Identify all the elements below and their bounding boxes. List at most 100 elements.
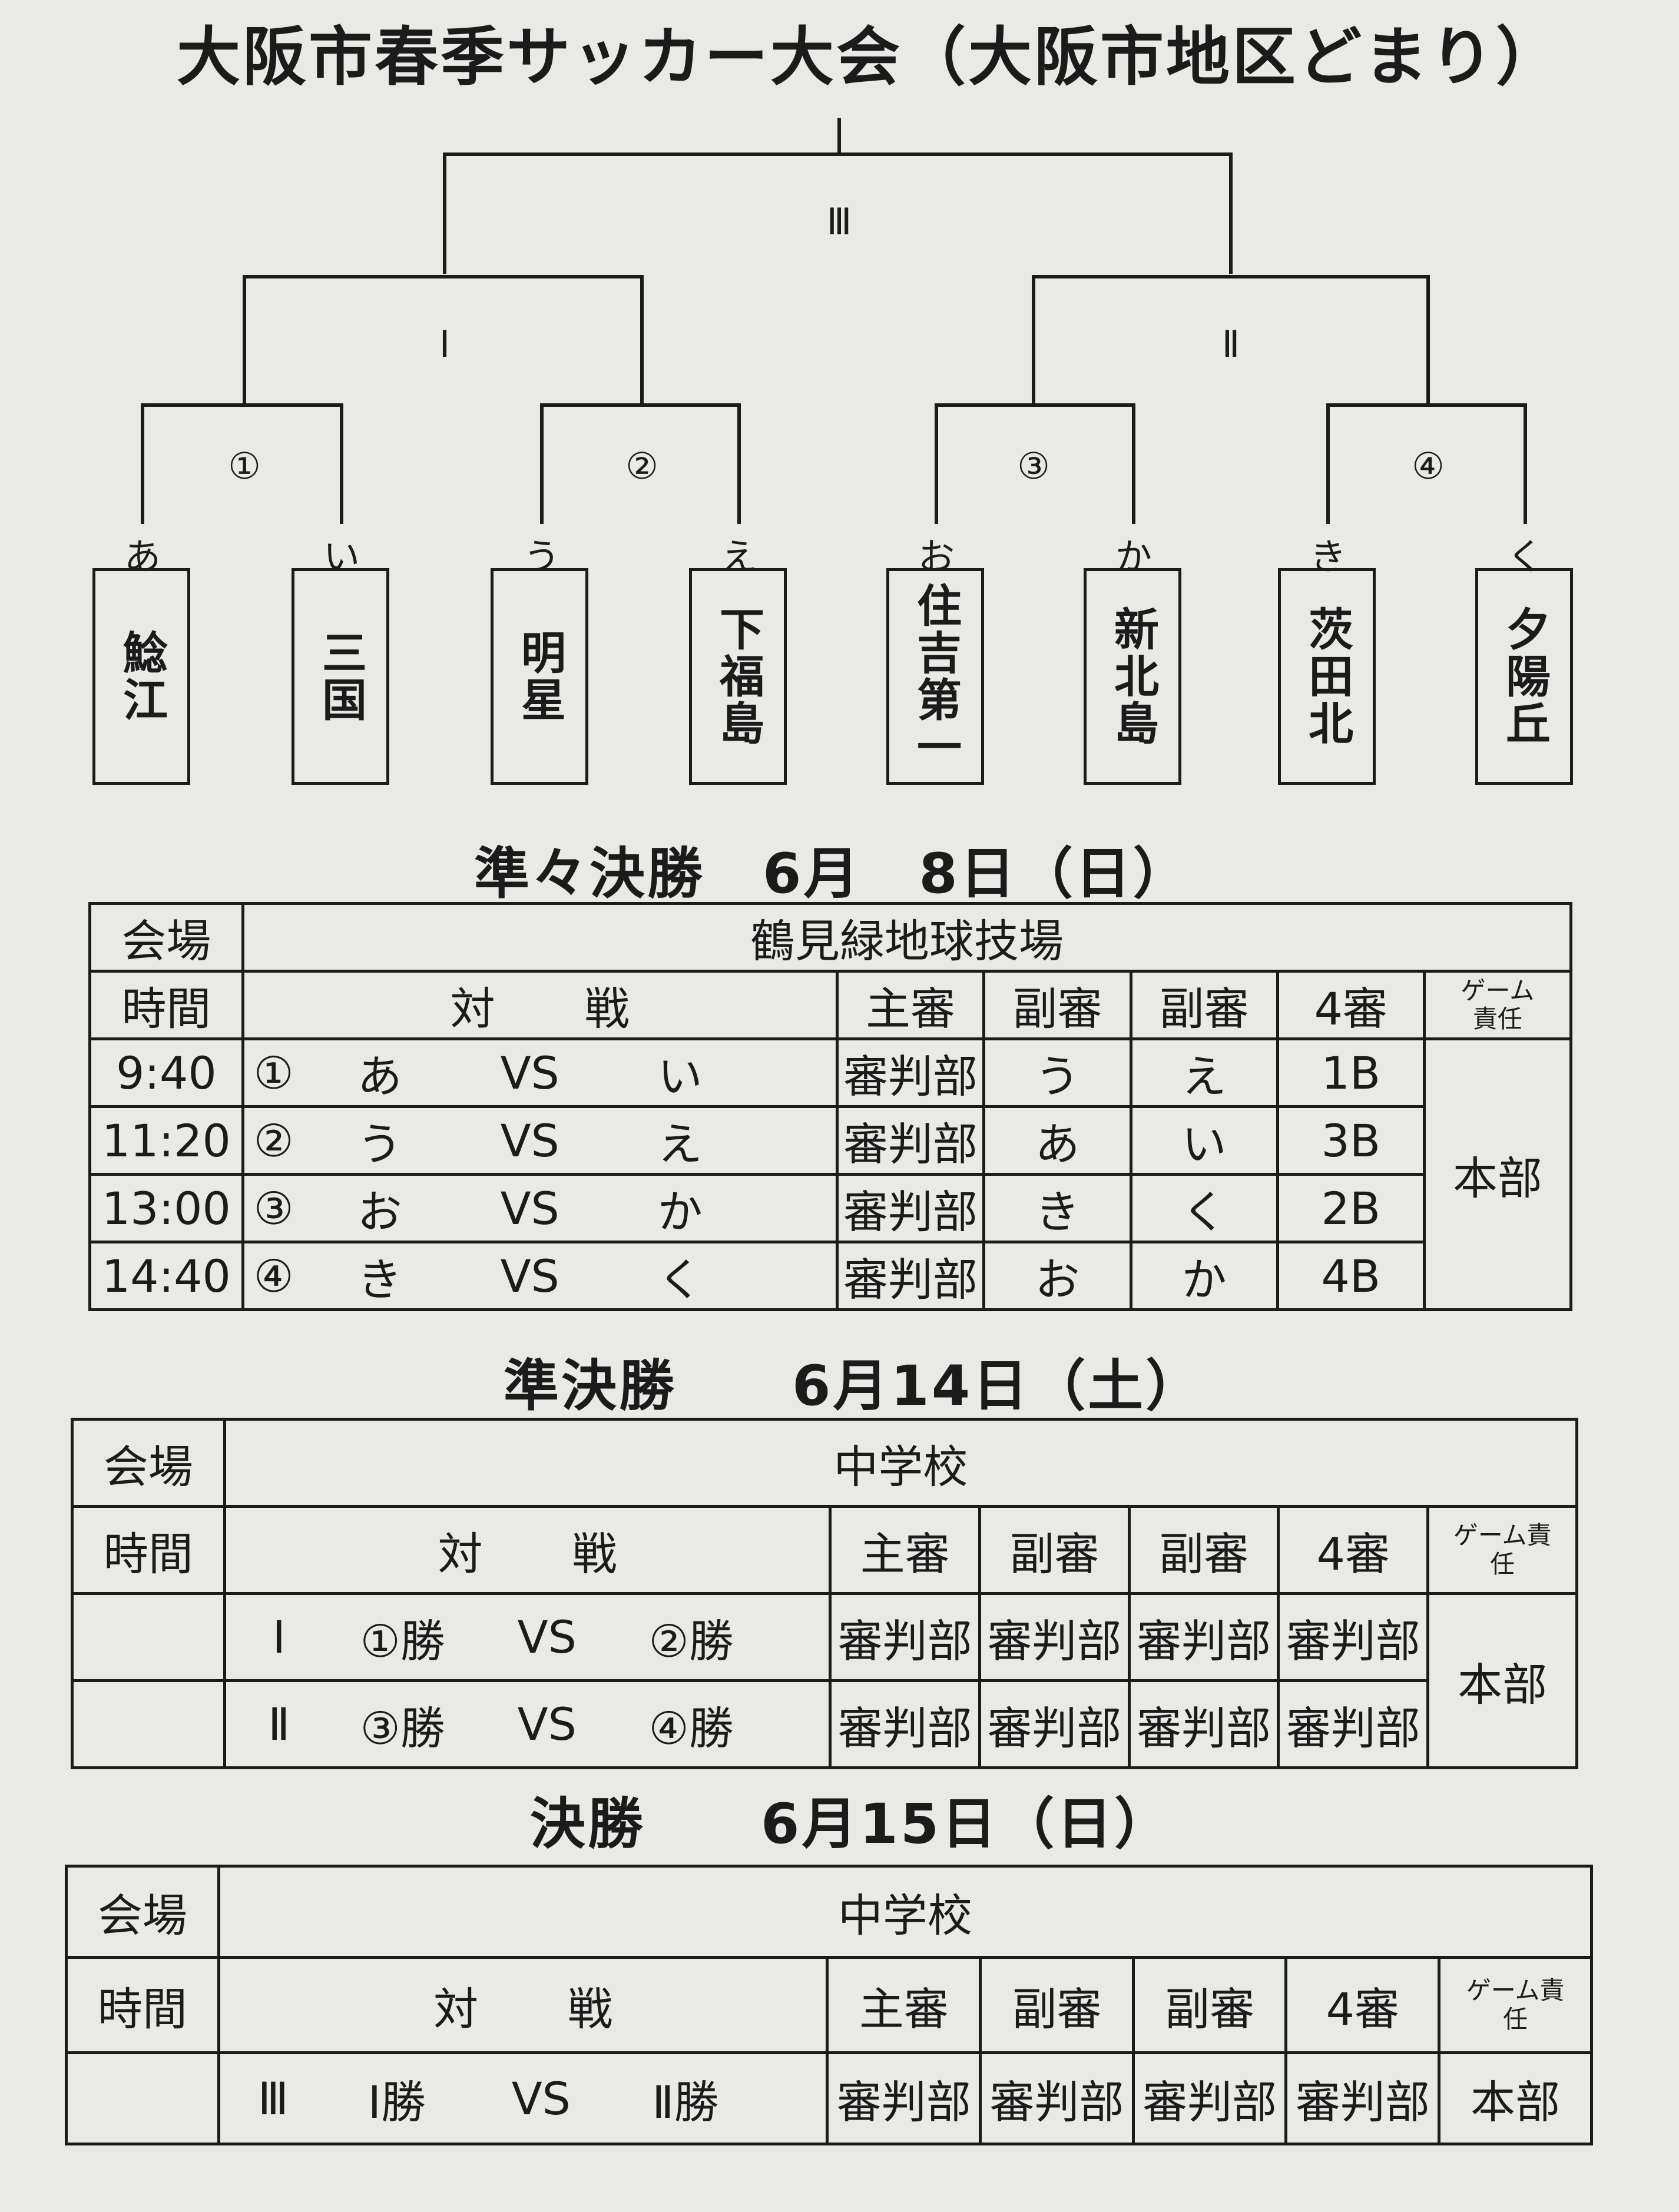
bracket-final-label: Ⅲ	[826, 200, 852, 243]
vs-label: VS	[500, 1046, 559, 1099]
referee: 審判部	[835, 1037, 986, 1108]
team-a: う	[357, 1118, 402, 1170]
fourth-official: 審判部	[1284, 2051, 1441, 2145]
team-box-5: 住吉第一	[886, 568, 984, 785]
match-header: 対 戦	[223, 1505, 832, 1595]
bracket-quarter-label-3: ③	[1017, 445, 1050, 487]
assistant-referee-1: 審判部	[978, 1679, 1131, 1769]
quarter-table: 会場 鶴見緑地球技場 時間 対 戦 主審 副審 副審 4審 ゲーム責任 9:40…	[88, 902, 1573, 1311]
assistant-referee-2: か	[1129, 1241, 1279, 1311]
team-box-8: 夕陽丘	[1475, 568, 1573, 785]
bracket-quarter-label-2: ②	[625, 445, 658, 487]
assistant-referee-1: 審判部	[979, 2051, 1135, 2145]
table-row: Ⅱ ③勝 VS ④勝 審判部 審判部 審判部 審判部	[71, 1679, 1577, 1769]
page-title: 大阪市春季サッカー大会（大阪市地区どまり）	[177, 21, 1562, 94]
team-a: お	[357, 1186, 402, 1238]
match-number: ①	[253, 1046, 294, 1099]
vs-label: VS	[500, 1249, 559, 1302]
match-time: 13:00	[88, 1173, 244, 1243]
fourth-official: 審判部	[1277, 1592, 1430, 1682]
assistant-referee-header: 副審	[1129, 970, 1279, 1040]
team-b: か	[657, 1186, 703, 1238]
table-row: Ⅰ ①勝 VS ②勝 審判部 審判部 審判部 審判部 本部	[71, 1592, 1578, 1769]
referee: 審判部	[829, 1679, 981, 1769]
assistant-referee-header: 副審	[1131, 1956, 1288, 2054]
venue-name: 鶴見緑地球技場	[241, 902, 1573, 973]
team-a: き	[357, 1253, 402, 1306]
bracket-semi-1-line	[243, 275, 644, 403]
team-box-2: 三国	[292, 568, 389, 785]
final-table: 会場 中学校 時間 対 戦 主審 副審 副審 4審 ゲーム責任 Ⅲ Ⅰ勝 VS …	[65, 1865, 1594, 2145]
bracket-semi-label-2: Ⅱ	[1221, 323, 1240, 366]
team-box-1: 鯰江	[92, 568, 190, 785]
venue-label: 会場	[65, 1865, 220, 1959]
team-b: Ⅱ勝	[652, 2076, 719, 2128]
referee-header: 主審	[835, 970, 986, 1040]
assistant-referee-1: き	[982, 1173, 1132, 1243]
game-responsible-header: ゲーム責任	[1438, 1956, 1593, 2054]
assistant-referee-2: い	[1129, 1105, 1279, 1176]
venue-label: 会場	[88, 902, 244, 973]
time-header: 時間	[71, 1505, 226, 1595]
table-row: Ⅲ Ⅰ勝 VS Ⅱ勝 審判部 審判部 審判部 審判部 本部	[65, 2051, 1593, 2145]
assistant-referee-1: あ	[982, 1105, 1132, 1176]
fourth-official: 審判部	[1277, 1679, 1430, 1769]
vs-label: VS	[500, 1114, 559, 1167]
match-time	[71, 1592, 226, 1682]
vs-label: VS	[500, 1182, 559, 1235]
referee: 審判部	[835, 1105, 986, 1176]
assistant-referee-1: お	[982, 1241, 1132, 1311]
referee-header: 主審	[829, 1505, 981, 1595]
assistant-referee-header: 副審	[979, 1956, 1135, 2054]
bracket-lines	[141, 118, 1527, 524]
game-responsible-header: ゲーム責任	[1422, 970, 1573, 1040]
match-header: 対 戦	[217, 1956, 829, 2054]
team-b: ④勝	[648, 1702, 734, 1755]
semi-table: 会場 中学校 時間 対 戦 主審 副審 副審 4審 ゲーム責任 Ⅰ ①勝 VS …	[71, 1418, 1579, 1769]
team-box-3: 明星	[491, 568, 588, 785]
assistant-referee-1: う	[982, 1037, 1132, 1108]
game-responsible: 本部	[1422, 1037, 1573, 1311]
assistant-referee-header: 副審	[978, 1505, 1131, 1595]
match-cell: Ⅰ ①勝 VS ②勝	[223, 1592, 832, 1682]
bracket-quarter-3-line	[935, 403, 1135, 524]
match-time	[65, 2051, 220, 2145]
team-box-4: 下福島	[689, 568, 787, 785]
assistant-referee-2: 審判部	[1127, 1592, 1280, 1682]
referee: 審判部	[829, 1592, 981, 1682]
match-time: 11:20	[88, 1105, 244, 1176]
team-name: 新北島	[1107, 606, 1159, 747]
team-b: え	[657, 1118, 703, 1170]
fourth-official: 4B	[1276, 1241, 1426, 1311]
match-cell: ④ き VS く	[241, 1241, 839, 1311]
final-title: 決勝 6月15日（日）	[530, 1792, 1173, 1856]
referee: 審判部	[835, 1173, 986, 1243]
team-name: 夕陽丘	[1498, 606, 1551, 747]
team-name: 鯰江	[115, 629, 168, 724]
fourth-official: 2B	[1276, 1173, 1426, 1243]
match-cell: Ⅱ ③勝 VS ④勝	[223, 1679, 832, 1769]
team-box-6: 新北島	[1084, 568, 1181, 785]
quarter-title: 準々決勝 6月 8日（日）	[474, 842, 1191, 906]
team-b: ②勝	[648, 1614, 734, 1667]
table-row: 11:20 ② う VS え 審判部 あ い 3B	[88, 1105, 1571, 1176]
time-header: 時間	[65, 1956, 220, 2054]
referee: 審判部	[835, 1241, 986, 1311]
game-responsible: 本部	[1438, 2051, 1593, 2145]
match-header: 対 戦	[241, 970, 839, 1040]
referee-header: 主審	[826, 1956, 982, 2054]
table-row: 13:00 ③ お VS か 審判部 き く 2B	[88, 1173, 1571, 1243]
bracket-semi-label-1: Ⅰ	[439, 323, 451, 366]
fourth-official: 3B	[1276, 1105, 1426, 1176]
fourth-official-header: 4審	[1284, 1956, 1441, 2054]
fourth-official-header: 4審	[1277, 1505, 1430, 1595]
match-number: ③	[253, 1182, 294, 1235]
match-cell: ③ お VS か	[241, 1173, 839, 1243]
bracket-quarter-label-1: ①	[228, 445, 261, 487]
match-number: Ⅱ	[268, 1698, 290, 1750]
team-name: 明星	[514, 629, 566, 724]
bracket-semi-2-line	[1032, 275, 1430, 403]
venue-name: 中学校	[217, 1865, 1594, 1959]
fourth-official: 1B	[1276, 1037, 1426, 1108]
assistant-referee-2: 審判部	[1127, 1679, 1280, 1769]
